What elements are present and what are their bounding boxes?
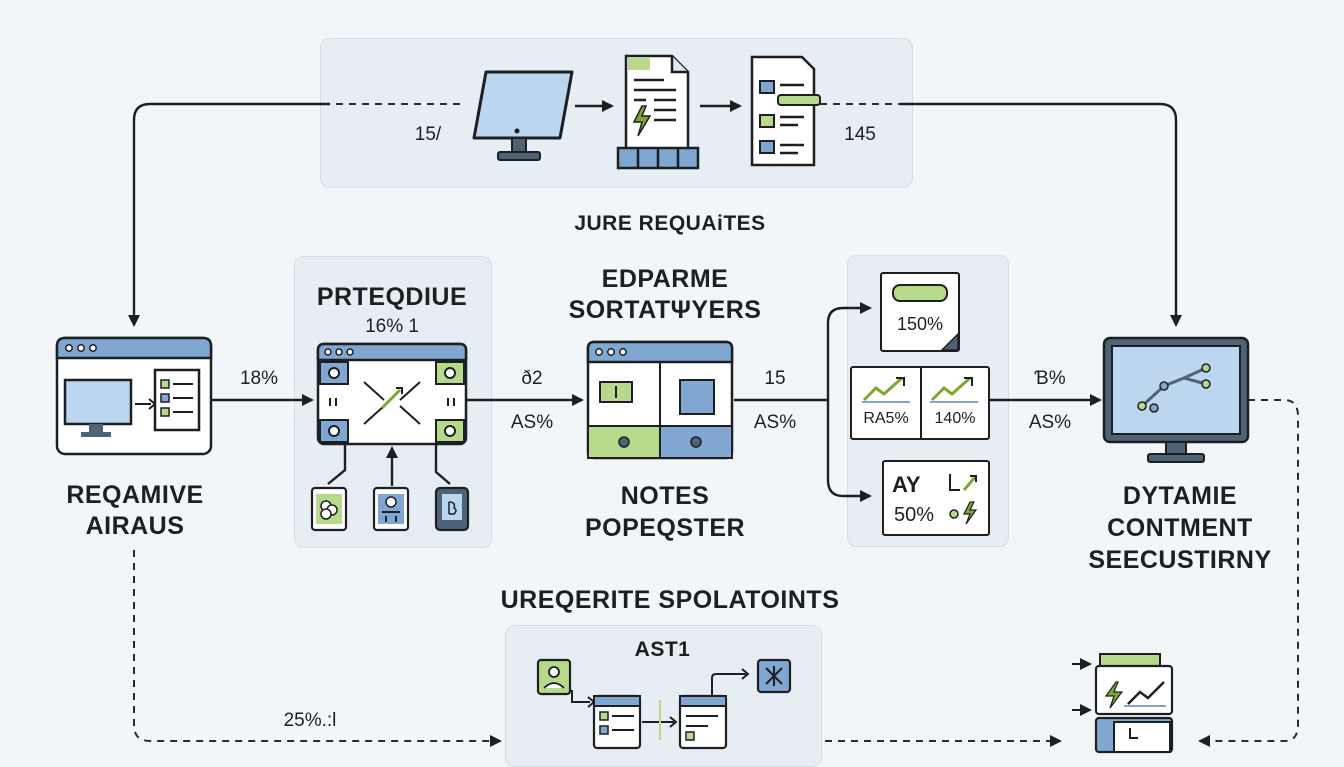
edparme-title-2: SORTATΨYERS (568, 296, 762, 324)
edge-top-to-right (900, 102, 1182, 327)
trend-up-icon (862, 376, 910, 403)
stack-card-1: 150% (880, 272, 960, 352)
close-tile-icon (756, 658, 792, 694)
left-node-label-2: AIRAUS (85, 512, 185, 540)
top-caption: JURE REQUAiTES (574, 212, 766, 235)
split-window-icon (586, 340, 736, 462)
bottom-caption: UREQERITE SPOLATOINTS (500, 586, 840, 614)
edge-label-e2-bottom: AS% (510, 412, 554, 433)
notes-label-2: POPEQSTER (584, 514, 746, 542)
bolt-chart-icon (1094, 652, 1178, 754)
notes-label-1: NOTES (620, 482, 710, 510)
document-bolt-icon (612, 54, 702, 172)
page-curl-icon (940, 332, 959, 351)
right-node-label-3: SEECUSTIRNY (1088, 546, 1272, 574)
phone-tile-icon (434, 484, 474, 534)
bottom-left-value: 25%.:l (283, 710, 337, 731)
edge-label-e4-top: Ɓ% (1034, 368, 1066, 389)
list-doc-icon-2 (678, 694, 730, 750)
edge-label-e2-top: ð2 (521, 368, 543, 389)
prequeue-title: PRTEQDIUE (316, 283, 468, 311)
edge-label-e1: 18% (239, 368, 279, 389)
user-card-icon (536, 658, 576, 698)
right-node-label-2: CONTMENT (1107, 514, 1253, 542)
right-node-label-1: DYTAMIE (1122, 482, 1238, 510)
browser-window-icon (55, 336, 215, 456)
stack-card-2-right: 140% (934, 410, 976, 427)
robot-tile-icon (372, 484, 412, 534)
edge-label-e4-bottom: AS% (1028, 412, 1072, 433)
edge-label-e3-bottom: AS% (753, 412, 797, 433)
top-right-value: 145 (844, 124, 876, 145)
stack-card-2: RA5% 140% (850, 366, 990, 440)
edge-label-e3-top: 15 (764, 368, 786, 389)
pill-indicator (892, 284, 948, 302)
stack-card-3-bottom: 50% (894, 504, 935, 526)
edparme-title-1: EDPARME (601, 265, 729, 293)
network-monitor-icon (1102, 336, 1252, 466)
list-doc-icon-1 (592, 694, 644, 750)
stack-card-3: AY 50% (882, 460, 990, 536)
dash-right-down (1198, 399, 1299, 747)
bottom-panel (505, 625, 822, 767)
stack-card-1-value: 150% (896, 314, 944, 334)
flower-tile-icon (310, 484, 350, 534)
stack-card-3-top: AY (892, 472, 921, 497)
trend-up-icon-2 (930, 376, 978, 403)
bottom-panel-title: AST1 (634, 638, 691, 661)
prequeue-subtitle: 16% 1 (365, 316, 419, 337)
edge-top-to-left (128, 102, 330, 327)
router-window-icon (316, 342, 468, 446)
stack-card-2-left: RA5% (863, 410, 909, 427)
chart-bolt-icon (949, 474, 978, 525)
left-node-label-1: REQAMIVE (66, 481, 204, 509)
monitor-icon (468, 68, 578, 163)
edge-split-up (826, 302, 872, 400)
edge-split-down (826, 400, 872, 502)
top-left-value: 15/ (414, 124, 442, 145)
connector-layer (128, 100, 1299, 747)
form-document-icon (748, 55, 828, 170)
bottom-arrow-2 (642, 700, 678, 740)
dash-left-down (133, 550, 502, 747)
bottom-arrow-3 (711, 668, 750, 696)
